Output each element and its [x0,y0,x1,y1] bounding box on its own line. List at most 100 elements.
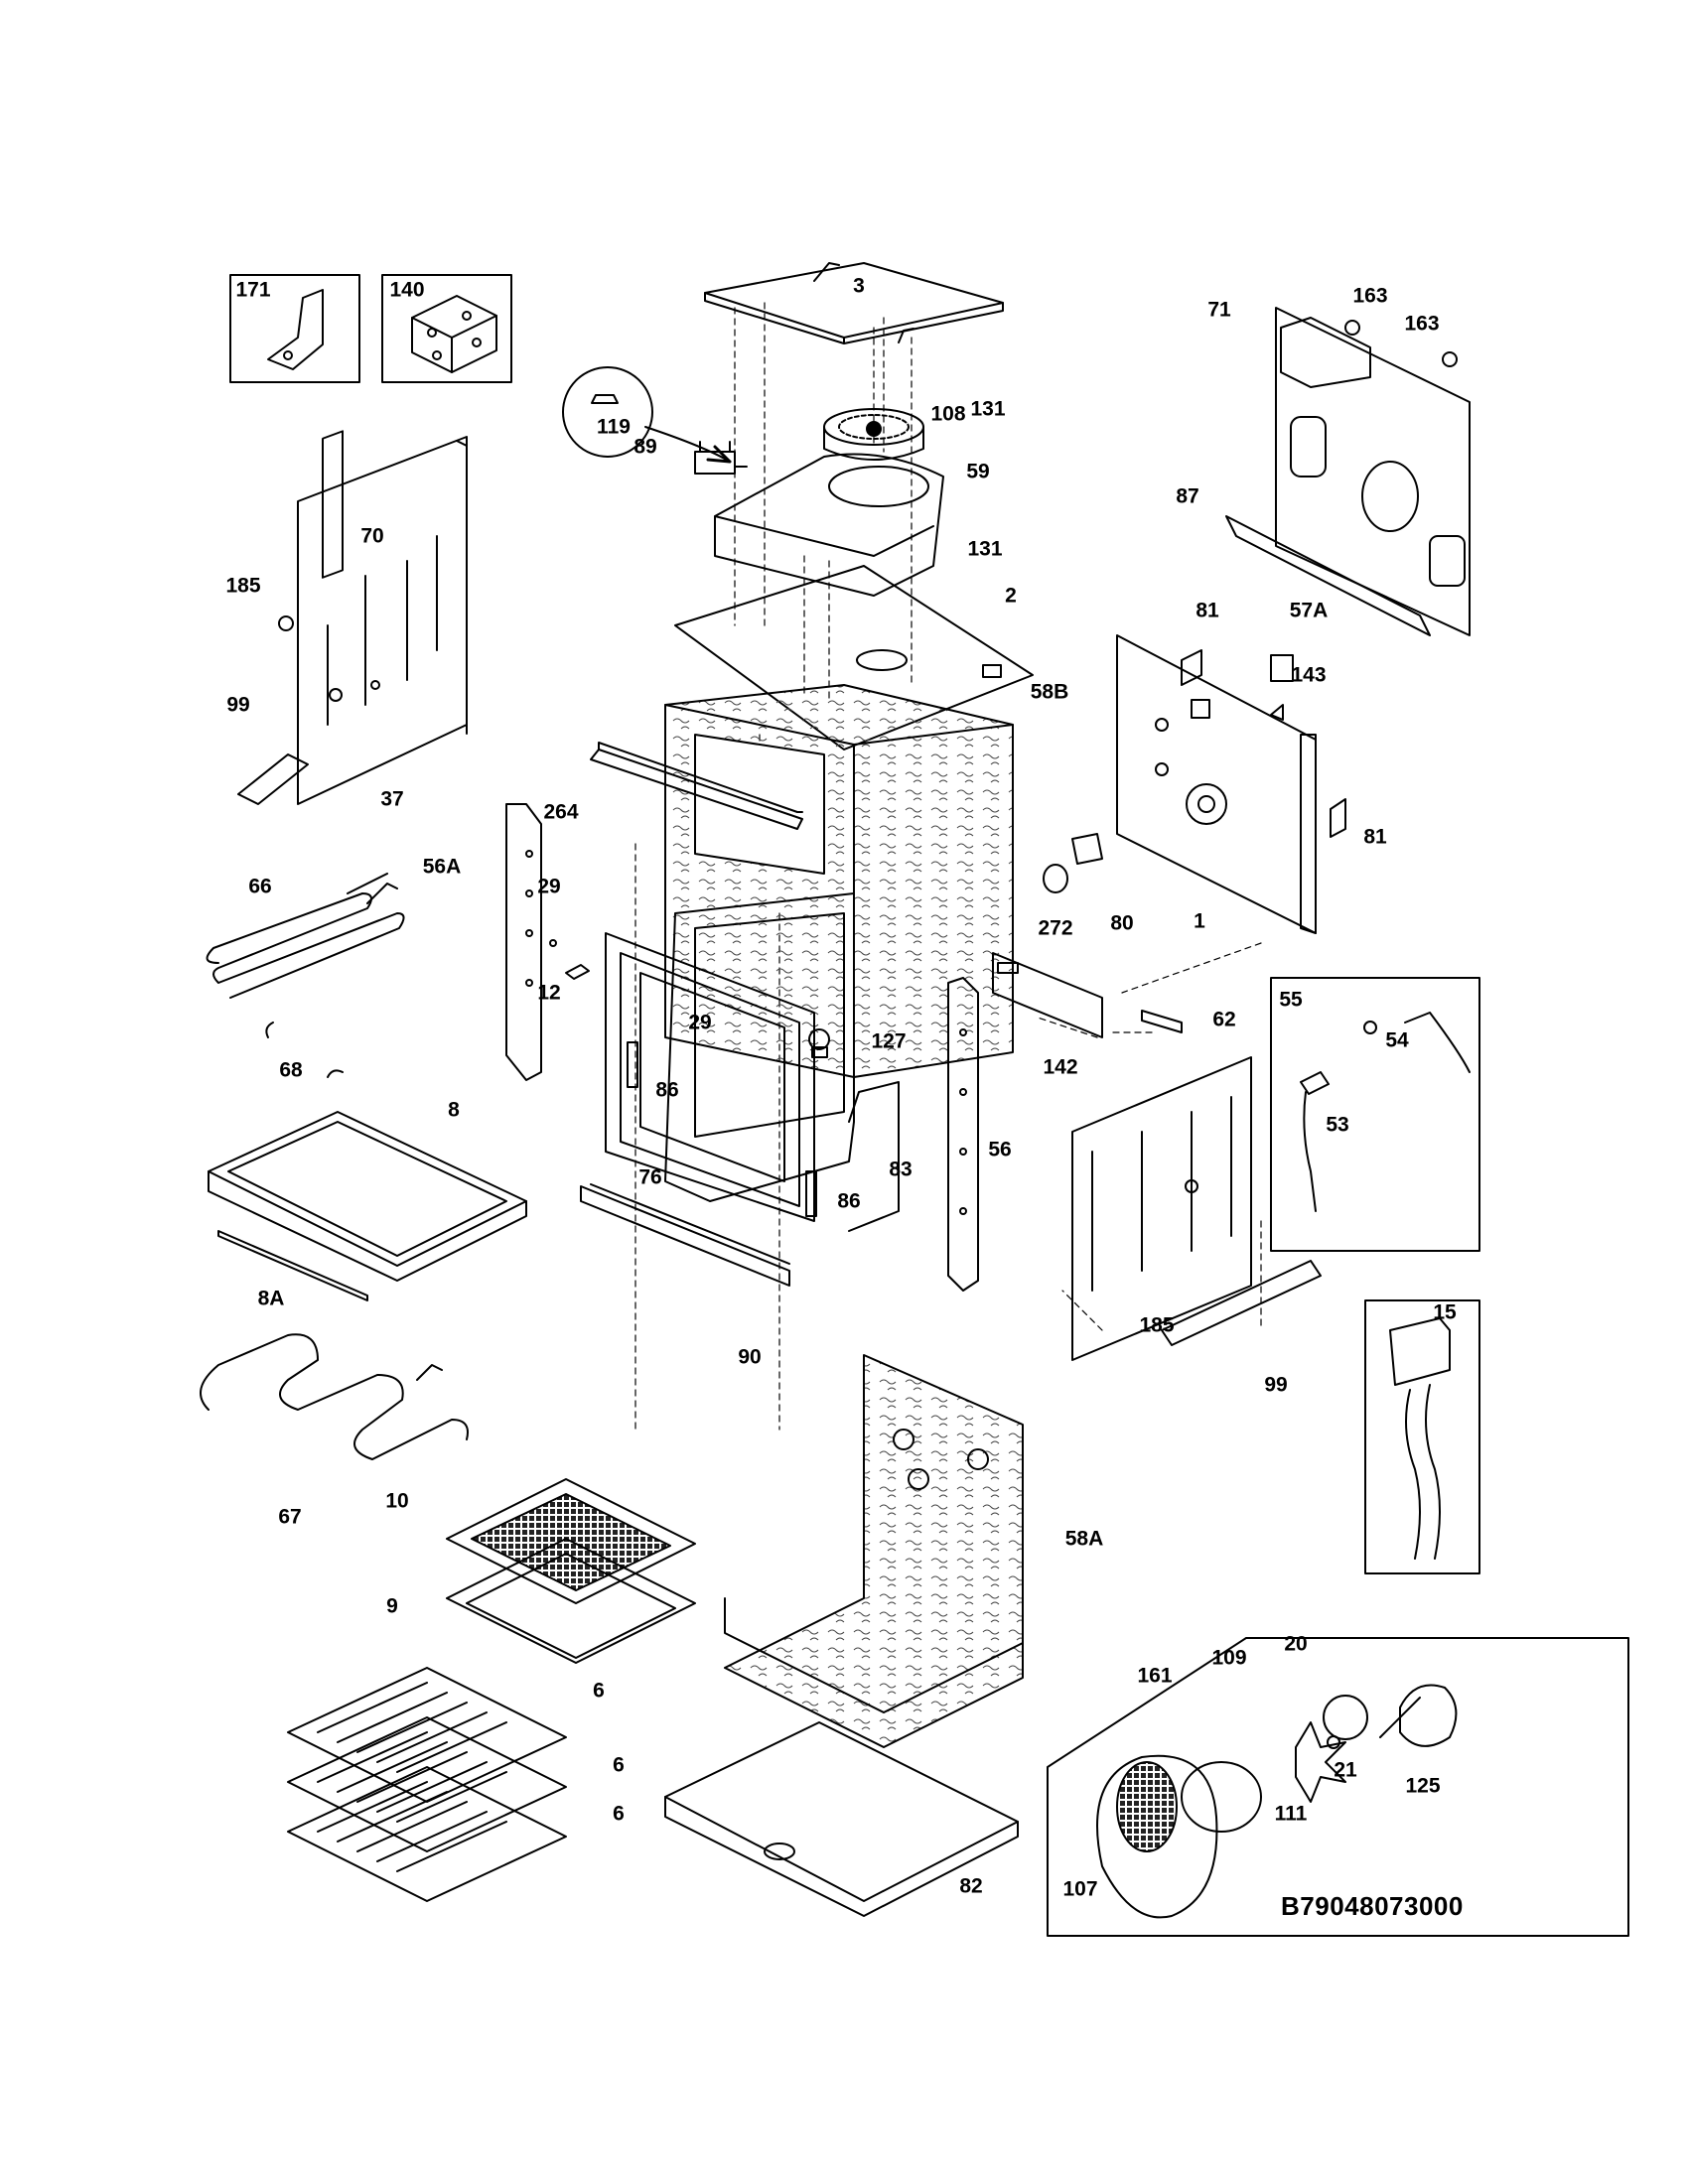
callout-81-a: 81 [1196,599,1219,622]
bracket-142 [992,952,1103,1038]
drawer-tray-8 [208,1111,527,1282]
nut-163b [1442,351,1458,367]
air-duct-59 [714,453,944,597]
oven-rack-6a [287,1667,567,1803]
callout-131-label: 131 [967,537,1003,561]
callout-107: 107 [1062,1877,1098,1901]
bottom-trim-90 [580,1183,790,1287]
back-wall-1 [1116,634,1317,934]
side-panel-70 [237,430,468,805]
hinge-86-left [627,1041,638,1088]
terminal-block-62 [1141,1010,1183,1033]
callout-58A: 58A [1064,1527,1104,1551]
callout-6-b: 6 [613,1753,625,1777]
callout-12: 12 [537,981,561,1005]
callout-70: 70 [360,524,384,548]
callout-80: 80 [1110,911,1134,935]
oven-rack-6b [287,1716,567,1852]
control-module-inset [1364,1299,1480,1574]
bake-element-67 [200,1333,469,1460]
clip-143 [1270,704,1284,721]
callout-68: 68 [279,1058,303,1082]
side-rail-56 [947,977,979,1292]
bracket-68 [265,1022,344,1078]
callout-53: 53 [1326,1113,1349,1137]
callout-99-a: 99 [226,693,250,717]
callout-272: 272 [1038,916,1073,940]
callout-58B: 58B [1030,680,1069,704]
top-rail-264 [590,742,803,830]
oven-bottom-82 [664,1721,1019,1917]
side-rail-56A [505,803,542,1081]
oven-rack-6c [287,1766,567,1902]
bushing-12 [565,964,590,980]
callout-59: 59 [966,460,990,483]
callout-55: 55 [1279,988,1303,1012]
broiler-pan-9 [446,1538,696,1664]
callout-131: 131 [970,397,1006,421]
rear-panel-71 [1275,307,1471,636]
diagram-code: B79048073000 [1281,1891,1464,1921]
hinge-86-right [805,1170,817,1217]
door-frame-76 [605,932,815,1222]
callout-56A: 56A [422,855,462,879]
callout-86-a: 86 [655,1078,679,1102]
callout-8: 8 [448,1098,460,1122]
callout-108: 108 [930,402,966,426]
callout-143: 143 [1291,663,1327,687]
callout-87: 87 [1176,484,1199,508]
callout-125: 125 [1405,1774,1441,1798]
nut-163a [1344,320,1360,336]
callout-2: 2 [1005,584,1017,608]
bracket-81b [1330,798,1346,838]
callout-99-b: 99 [1264,1373,1288,1397]
callout-83: 83 [889,1158,913,1181]
callout-76: 76 [638,1165,662,1189]
strip-8A [217,1230,368,1301]
vent-trough-3 [704,262,1004,344]
bracket-140-inset [381,274,512,383]
bracket-81a [1181,649,1202,686]
sensor-inset [1270,977,1480,1252]
callout-71: 71 [1207,298,1231,322]
nut-185a [278,615,294,631]
callout-185-b: 185 [1139,1313,1175,1337]
side-panel-99b [1071,1056,1252,1361]
rail-99b [1161,1260,1322,1346]
callout-161: 161 [1137,1664,1173,1688]
callout-163-b: 163 [1404,312,1440,336]
callout-20: 20 [1284,1632,1308,1656]
callout-163-a: 163 [1352,284,1388,308]
thermal-fuse-119-callout [562,366,732,464]
callout-3: 3 [853,274,865,298]
callout-9: 9 [386,1594,398,1618]
knob-272 [1043,864,1068,893]
screw-29 [549,939,557,947]
callout-109: 109 [1211,1646,1247,1670]
insulation-58A [724,1354,1024,1748]
callout-37: 37 [380,787,404,811]
callout-15: 15 [1433,1300,1457,1324]
callout-8A: 8A [257,1287,285,1310]
callout-185-a: 185 [225,574,261,598]
callout-264: 264 [543,800,579,824]
callout-142: 142 [1043,1055,1078,1079]
bracket-171-inset [229,274,360,383]
callout-140: 140 [389,278,425,302]
callout-81-b: 81 [1363,825,1387,849]
rear-rail-87 [1225,515,1431,636]
wire-37 [347,873,388,894]
callout-171: 171 [235,278,271,302]
callout-62: 62 [1212,1008,1236,1031]
callout-86-b: 86 [837,1189,861,1213]
callout-57A: 57A [1289,599,1329,622]
callout-111: 111 [1274,1802,1308,1826]
callout-90: 90 [738,1345,762,1369]
light-socket-127 [808,1028,830,1058]
callout-56: 56 [988,1138,1012,1161]
oven-liner-83 [664,892,900,1232]
callout-10: 10 [385,1489,409,1513]
callout-21: 21 [1334,1758,1357,1782]
callout-29-b: 29 [688,1011,712,1034]
